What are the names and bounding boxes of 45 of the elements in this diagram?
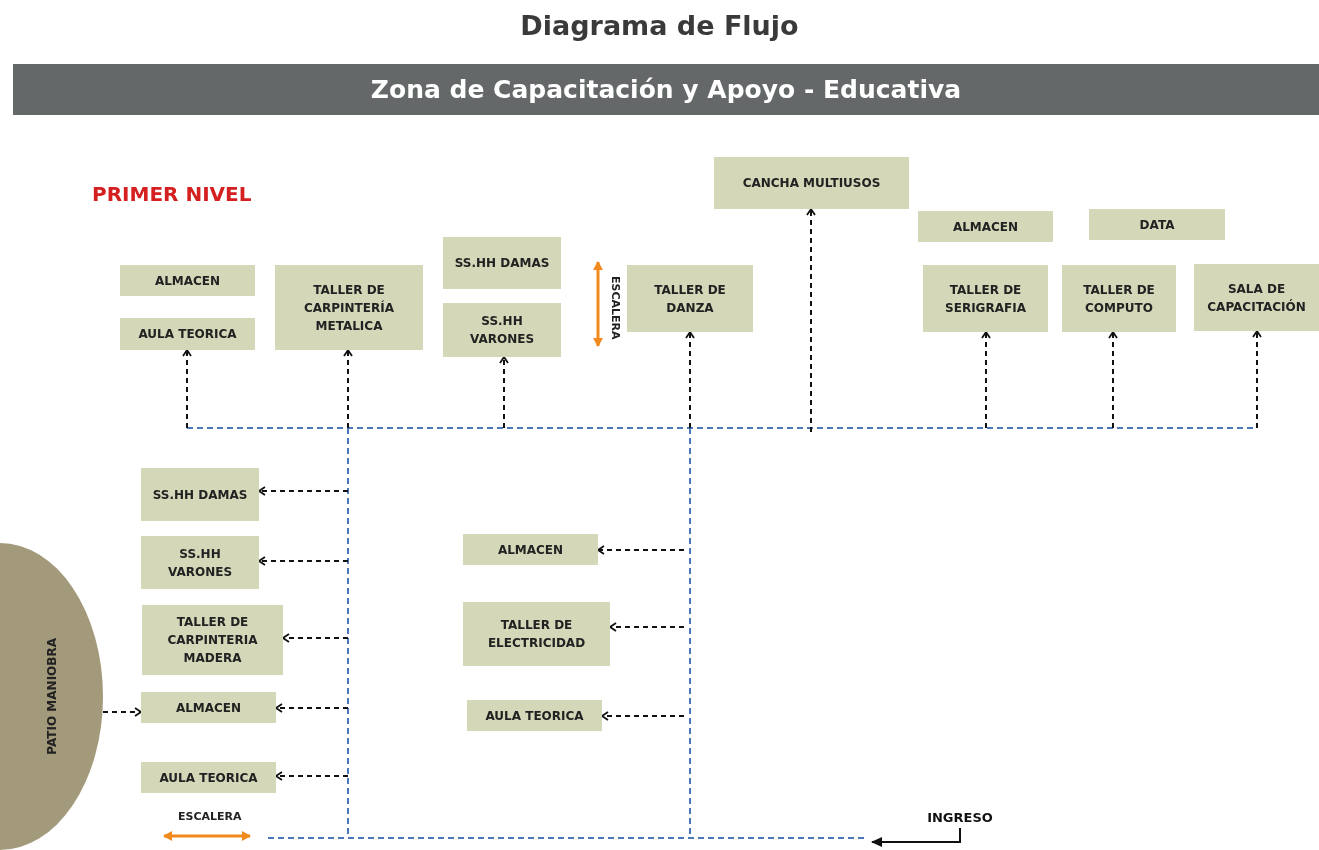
room-box: TALLER DE CARPINTERÍA METALICA [275,265,423,350]
room-box: TALLER DE DANZA [627,265,753,332]
area-label: PATIO MANIOBRA [44,638,59,755]
room-box: SS.HH DAMAS [141,468,259,521]
diagram-title: Diagrama de Flujo [519,10,800,41]
arrow [182,349,192,429]
arrow [597,545,685,555]
arrow [275,771,349,781]
room-box: SALA DE CAPACITACIÓN [1194,264,1319,331]
arrow [343,349,353,429]
arrow [685,331,695,429]
room-box: AULA TEORICA [141,762,276,793]
arrow [275,703,349,713]
room-box: ALMACEN [918,211,1053,242]
room-box: SS.HH VARONES [443,303,561,357]
room-box: AULA TEORICA [467,700,602,731]
room-box: TALLER DE SERIGRAFIA [923,265,1048,332]
arrow [258,486,349,496]
arrow [102,707,142,717]
arrow [258,556,349,566]
entrance-label: INGRESO [925,808,995,828]
room-box: ALMACEN [120,265,255,296]
room-box: DATA [1089,209,1225,240]
arrow [499,356,509,429]
room-box: SS.HH DAMAS [443,237,561,289]
arrow [981,331,991,429]
room-box: ALMACEN [463,534,598,565]
room-box: TALLER DE CARPINTERIA MADERA [142,605,283,675]
arrow [871,827,961,847]
arrow [601,711,685,721]
arrow [1252,330,1262,429]
level-heading: PRIMER NIVEL [92,182,252,206]
arrow [806,208,816,433]
stair-label: ESCALERA [608,276,623,340]
room-box: AULA TEORICA [120,318,255,350]
room-box: ALMACEN [141,692,276,723]
header-banner: Zona de Capacitación y Apoyo - Educativa [13,64,1319,115]
arrow [609,622,685,632]
room-box: TALLER DE COMPUTO [1062,265,1176,332]
room-box: TALLER DE ELECTRICIDAD [463,602,610,666]
arrow [282,633,349,643]
room-box: CANCHA MULTIUSOS [714,157,909,209]
stair-label: ESCALERA [178,810,242,823]
arrow [1108,331,1118,429]
room-box: SS.HH VARONES [141,536,259,589]
